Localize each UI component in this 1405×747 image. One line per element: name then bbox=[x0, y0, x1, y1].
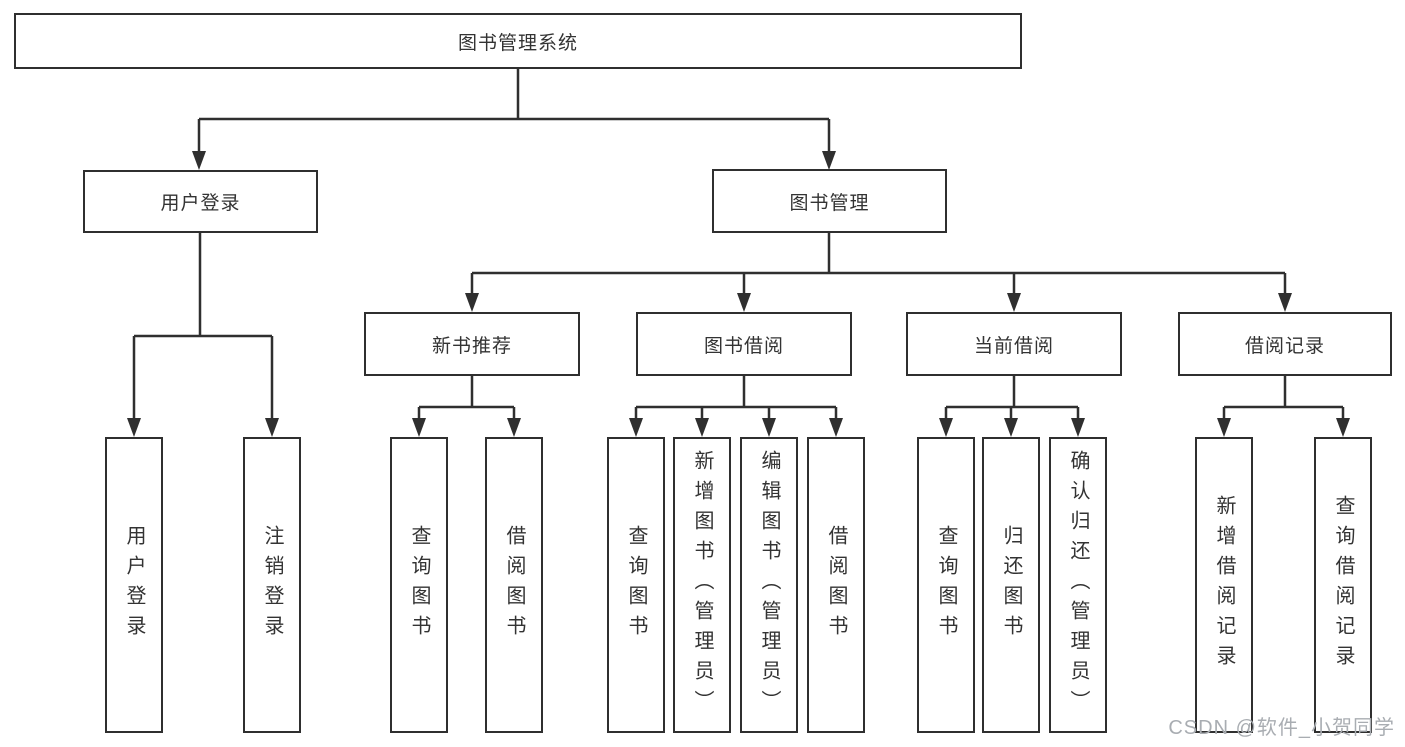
node-current-borrow-label: 当前借阅 bbox=[973, 335, 1054, 357]
node-root: 图书管理系统 bbox=[14, 13, 1022, 69]
leaf-return-book: 归还图书 bbox=[982, 437, 1040, 733]
leaf-borrow-query-books-label: 查询图书 bbox=[625, 525, 647, 645]
node-current-borrow: 当前借阅 bbox=[906, 312, 1122, 376]
leaf-return-book-label: 归还图书 bbox=[1000, 525, 1022, 645]
leaf-edit-book-admin: 编辑图书（管理员） bbox=[740, 437, 798, 733]
leaf-recommend-query-books: 查询图书 bbox=[390, 437, 448, 733]
leaf-add-book-admin: 新增图书（管理员） bbox=[673, 437, 731, 733]
watermark: CSDN @软件_小贺同学 bbox=[1168, 717, 1395, 739]
node-user-login: 用户登录 bbox=[83, 170, 318, 233]
leaf-logout-label: 注销登录 bbox=[261, 525, 283, 645]
leaf-add-borrow-record: 新增借阅记录 bbox=[1195, 437, 1253, 733]
leaf-recommend-borrow-books-label: 借阅图书 bbox=[503, 525, 525, 645]
leaf-query-borrow-record: 查询借阅记录 bbox=[1314, 437, 1372, 733]
leaf-confirm-return-admin-label: 确认归还（管理员） bbox=[1067, 450, 1089, 720]
leaf-user-login-label: 用户登录 bbox=[123, 525, 145, 645]
node-borrow-records-label: 借阅记录 bbox=[1244, 335, 1325, 357]
node-user-login-label: 用户登录 bbox=[160, 193, 241, 214]
leaf-logout: 注销登录 bbox=[243, 437, 301, 733]
node-borrow-records: 借阅记录 bbox=[1178, 312, 1392, 376]
node-book-borrow: 图书借阅 bbox=[636, 312, 852, 376]
node-new-book-recommend-label: 新书推荐 bbox=[431, 335, 512, 357]
leaf-add-book-admin-label: 新增图书（管理员） bbox=[691, 450, 713, 720]
node-new-book-recommend: 新书推荐 bbox=[364, 312, 580, 376]
node-book-management: 图书管理 bbox=[712, 169, 947, 233]
leaf-borrow-books-label: 借阅图书 bbox=[825, 525, 847, 645]
leaf-recommend-query-books-label: 查询图书 bbox=[408, 525, 430, 645]
leaf-current-query-books-label: 查询图书 bbox=[935, 525, 957, 645]
leaf-add-borrow-record-label: 新增借阅记录 bbox=[1213, 495, 1235, 675]
leaf-query-borrow-record-label: 查询借阅记录 bbox=[1332, 495, 1354, 675]
leaf-recommend-borrow-books: 借阅图书 bbox=[485, 437, 543, 733]
leaf-current-query-books: 查询图书 bbox=[917, 437, 975, 733]
leaf-borrow-query-books: 查询图书 bbox=[607, 437, 665, 733]
leaf-confirm-return-admin: 确认归还（管理员） bbox=[1049, 437, 1107, 733]
node-book-management-label: 图书管理 bbox=[789, 192, 870, 214]
node-book-borrow-label: 图书借阅 bbox=[703, 335, 784, 357]
node-root-label: 图书管理系统 bbox=[457, 32, 578, 54]
leaf-edit-book-admin-label: 编辑图书（管理员） bbox=[758, 450, 780, 720]
leaf-borrow-books: 借阅图书 bbox=[807, 437, 865, 733]
leaf-user-login: 用户登录 bbox=[105, 437, 163, 733]
